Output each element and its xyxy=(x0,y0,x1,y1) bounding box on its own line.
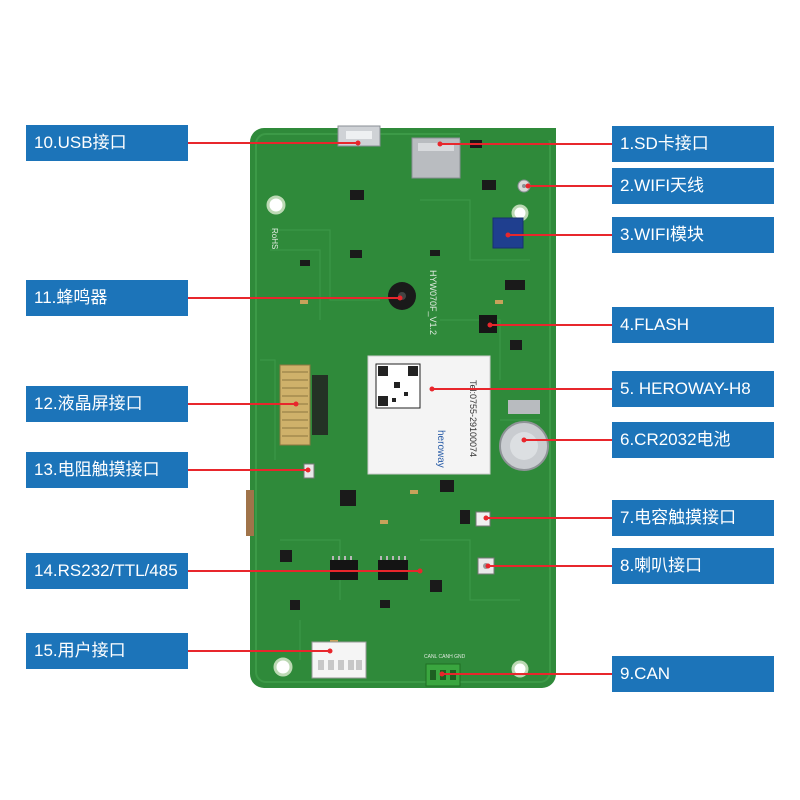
sticker-tel-text: Tel:0755-29100074 xyxy=(468,380,478,457)
label-speaker: 8.喇叭接口 xyxy=(612,548,774,584)
label-flash: 4.FLASH xyxy=(612,307,774,343)
label-usb: 10.USB接口 xyxy=(26,125,188,161)
label-sd: 1.SD卡接口 xyxy=(612,126,774,162)
label-resistive-touch: 13.电阻触摸接口 xyxy=(26,452,188,488)
label-serial: 14.RS232/TTL/485 xyxy=(26,553,188,589)
label-heroway: 5. HEROWAY-H8 xyxy=(612,371,774,407)
sticker-brand-text: heroway xyxy=(435,430,446,468)
label-lcd: 12.液晶屏接口 xyxy=(26,386,188,422)
label-wifi-module: 3.WIFI模块 xyxy=(612,217,774,253)
leader-lines xyxy=(188,142,612,675)
side-connector xyxy=(246,490,254,536)
label-wifi-antenna: 2.WIFI天线 xyxy=(612,168,774,204)
can-pin-text: CANL CANH GND xyxy=(424,654,466,660)
label-user: 15.用户接口 xyxy=(26,633,188,669)
board-model-text: HYW070F_V1.2 xyxy=(428,270,438,335)
board-rohs-text: RoHS xyxy=(270,228,279,249)
label-battery: 6.CR2032电池 xyxy=(612,422,774,458)
label-cap-touch: 7.电容触摸接口 xyxy=(612,500,774,536)
label-buzzer: 11.蜂鸣器 xyxy=(26,280,188,316)
label-can: 9.CAN xyxy=(612,656,774,692)
